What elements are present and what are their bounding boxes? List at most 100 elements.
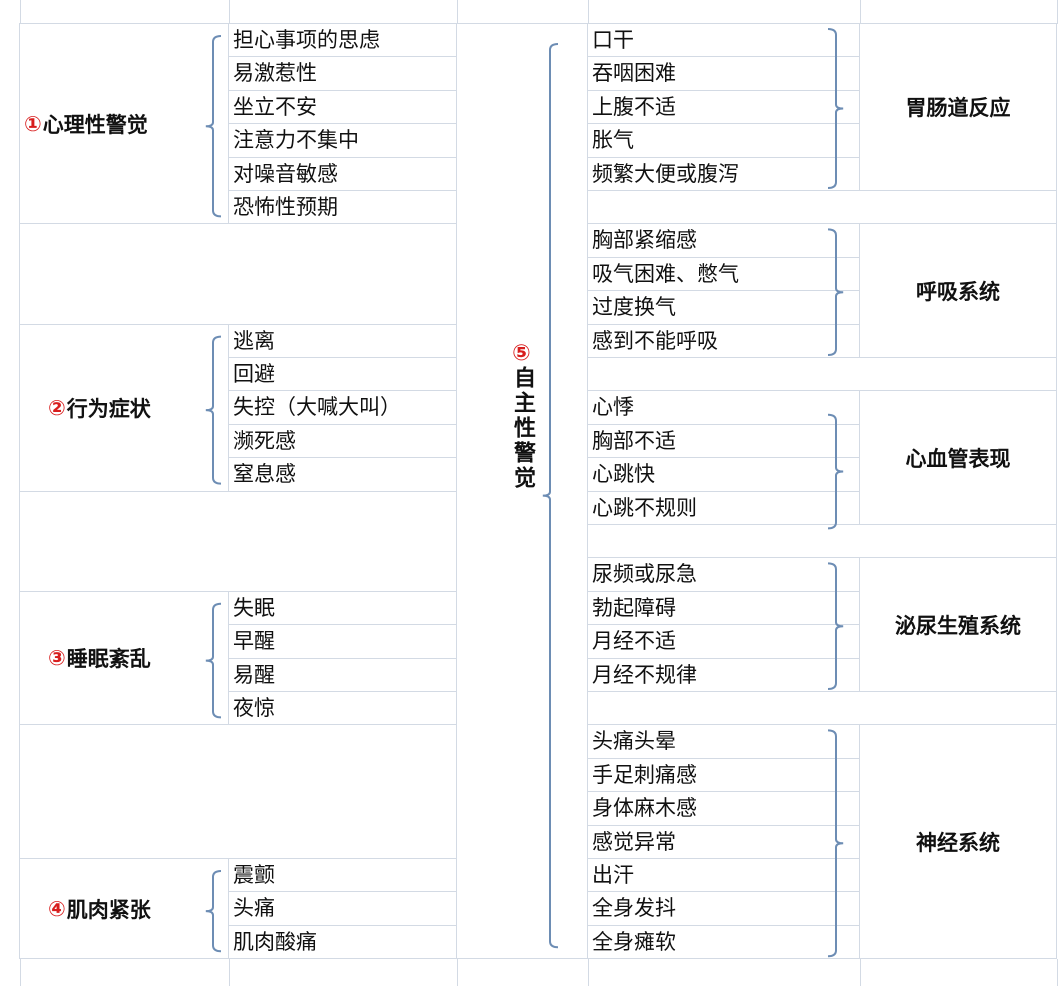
gridline	[860, 959, 861, 986]
symptom-cell[interactable]: 手足刺痛感	[587, 757, 860, 793]
symptom-cell[interactable]: 易激惹性	[228, 56, 457, 91]
symptom-cell[interactable]: 上腹不适	[587, 89, 860, 125]
gridline	[1057, 0, 1058, 24]
symptom-label: 口干	[592, 28, 634, 52]
symptom-label: 感到不能呼吸	[592, 328, 718, 353]
gridline	[20, 959, 21, 986]
symptom-cell[interactable]: 感觉异常	[587, 824, 860, 859]
symptom-cell[interactable]: 感到不能呼吸	[587, 323, 860, 358]
symptom-cell[interactable]: 勃起障碍	[587, 590, 860, 626]
symptom-cell[interactable]: 身体麻木感	[587, 791, 860, 826]
category-4[interactable]: 泌尿生殖系统	[859, 557, 1057, 692]
symptom-cell[interactable]: 肌肉酸痛	[228, 924, 457, 960]
symptom-cell[interactable]: 窒息感	[228, 457, 457, 492]
circled-number: ③	[48, 646, 66, 671]
symptom-label: 心跳不规则	[592, 495, 697, 520]
symptom-label: 恐怖性预期	[233, 195, 338, 219]
symptom-label: 勃起障碍	[592, 595, 676, 620]
symptom-cell[interactable]: 心跳不规则	[587, 490, 860, 525]
symptom-cell[interactable]: 全身瘫软	[587, 924, 860, 960]
gridline	[1057, 959, 1058, 986]
symptom-cell[interactable]: 吞咽困难	[587, 56, 860, 91]
symptom-label: 尿频或尿急	[592, 562, 697, 587]
symptom-cell[interactable]: 担心事项的思虑	[228, 23, 457, 58]
symptom-label: 心悸	[592, 395, 634, 420]
symptom-cell[interactable]: 胀气	[587, 123, 860, 158]
symptom-cell[interactable]: 失控（大喊大叫）	[228, 390, 457, 425]
symptom-cell[interactable]: 全身发抖	[587, 891, 860, 926]
symptom-label: 过度换气	[592, 295, 676, 320]
symptom-cell[interactable]: 口干	[587, 23, 860, 58]
group-title: 行为症状	[66, 396, 151, 421]
gridline	[229, 0, 230, 24]
symptom-label: 失眠	[233, 595, 275, 620]
blank-cell[interactable]	[587, 357, 1057, 392]
gridline	[457, 0, 458, 24]
group-title: 自主性警觉	[510, 366, 535, 492]
symptom-label: 出汗	[592, 863, 634, 887]
group-title: 睡眠紊乱	[66, 647, 151, 672]
blank-cell[interactable]	[587, 190, 1057, 225]
symptom-label: 失控（大喊大叫）	[233, 395, 401, 420]
category-3[interactable]: 心血管表现	[859, 390, 1057, 525]
symptom-label: 月经不规律	[592, 662, 697, 687]
symptom-cell[interactable]: 早醒	[228, 624, 457, 659]
blank-cell[interactable]	[19, 223, 457, 325]
symptom-label: 吸气困难、憋气	[592, 261, 739, 286]
category-2[interactable]: 呼吸系统	[859, 223, 1057, 358]
symptom-cell[interactable]: 尿频或尿急	[587, 557, 860, 592]
symptom-cell[interactable]: 恐怖性预期	[228, 190, 457, 225]
symptom-cell[interactable]: 濒死感	[228, 423, 457, 459]
symptom-label: 胸部紧缩感	[592, 228, 697, 253]
symptom-cell[interactable]: 吸气困难、憋气	[587, 256, 860, 292]
symptom-label: 逃离	[233, 328, 275, 353]
symptom-label: 注意力不集中	[233, 128, 359, 153]
symptom-cell[interactable]: 心悸	[587, 390, 860, 425]
symptom-cell[interactable]: 震颤	[228, 858, 457, 893]
category-label: 呼吸系统	[916, 279, 1000, 304]
circled-number: ⑤	[512, 341, 531, 367]
blank-cell[interactable]	[19, 724, 457, 859]
category-5[interactable]: 神经系统	[859, 724, 1057, 960]
symptom-cell[interactable]: 夜惊	[228, 691, 457, 726]
symptom-cell[interactable]: 坐立不安	[228, 89, 457, 125]
gridline	[457, 959, 458, 986]
symptom-cell[interactable]: 心跳快	[587, 457, 860, 492]
symptom-cell[interactable]: 注意力不集中	[228, 123, 457, 158]
symptom-cell[interactable]: 回避	[228, 357, 457, 392]
symptom-cell[interactable]: 月经不适	[587, 624, 860, 659]
blank-cell[interactable]	[587, 691, 1057, 726]
category-label: 胃肠道反应	[905, 96, 1011, 120]
symptom-cell[interactable]: 易醒	[228, 657, 457, 692]
symptom-label: 窒息感	[233, 462, 296, 487]
symptom-cell[interactable]: 胸部不适	[587, 423, 860, 459]
category-label: 泌尿生殖系统	[895, 613, 1021, 638]
symptom-label: 震颤	[233, 863, 275, 887]
symptom-cell[interactable]: 胸部紧缩感	[587, 223, 860, 258]
symptom-cell[interactable]: 逃离	[228, 323, 457, 358]
symptom-label: 头痛头晕	[592, 729, 676, 754]
circled-number: ①	[24, 111, 42, 136]
symptom-cell[interactable]: 过度换气	[587, 290, 860, 325]
symptom-cell[interactable]: 对噪音敏感	[228, 156, 457, 191]
blank-cell[interactable]	[587, 524, 1057, 559]
symptom-cell[interactable]: 头痛	[228, 891, 457, 926]
blank-cell[interactable]	[19, 490, 457, 592]
category-1[interactable]: 胃肠道反应	[859, 23, 1057, 191]
symptom-cell[interactable]: 出汗	[587, 858, 860, 893]
symptom-cell[interactable]: 失眠	[228, 590, 457, 626]
gridline	[20, 0, 21, 24]
symptom-label: 身体麻木感	[592, 796, 697, 821]
symptom-cell[interactable]: 头痛头晕	[587, 724, 860, 759]
symptom-cell[interactable]: 月经不规律	[587, 657, 860, 692]
gridline	[229, 959, 230, 986]
category-label: 心血管表现	[905, 446, 1011, 471]
circled-number: ②	[48, 395, 66, 420]
symptom-cell[interactable]: 频繁大便或腹泻	[587, 156, 860, 191]
